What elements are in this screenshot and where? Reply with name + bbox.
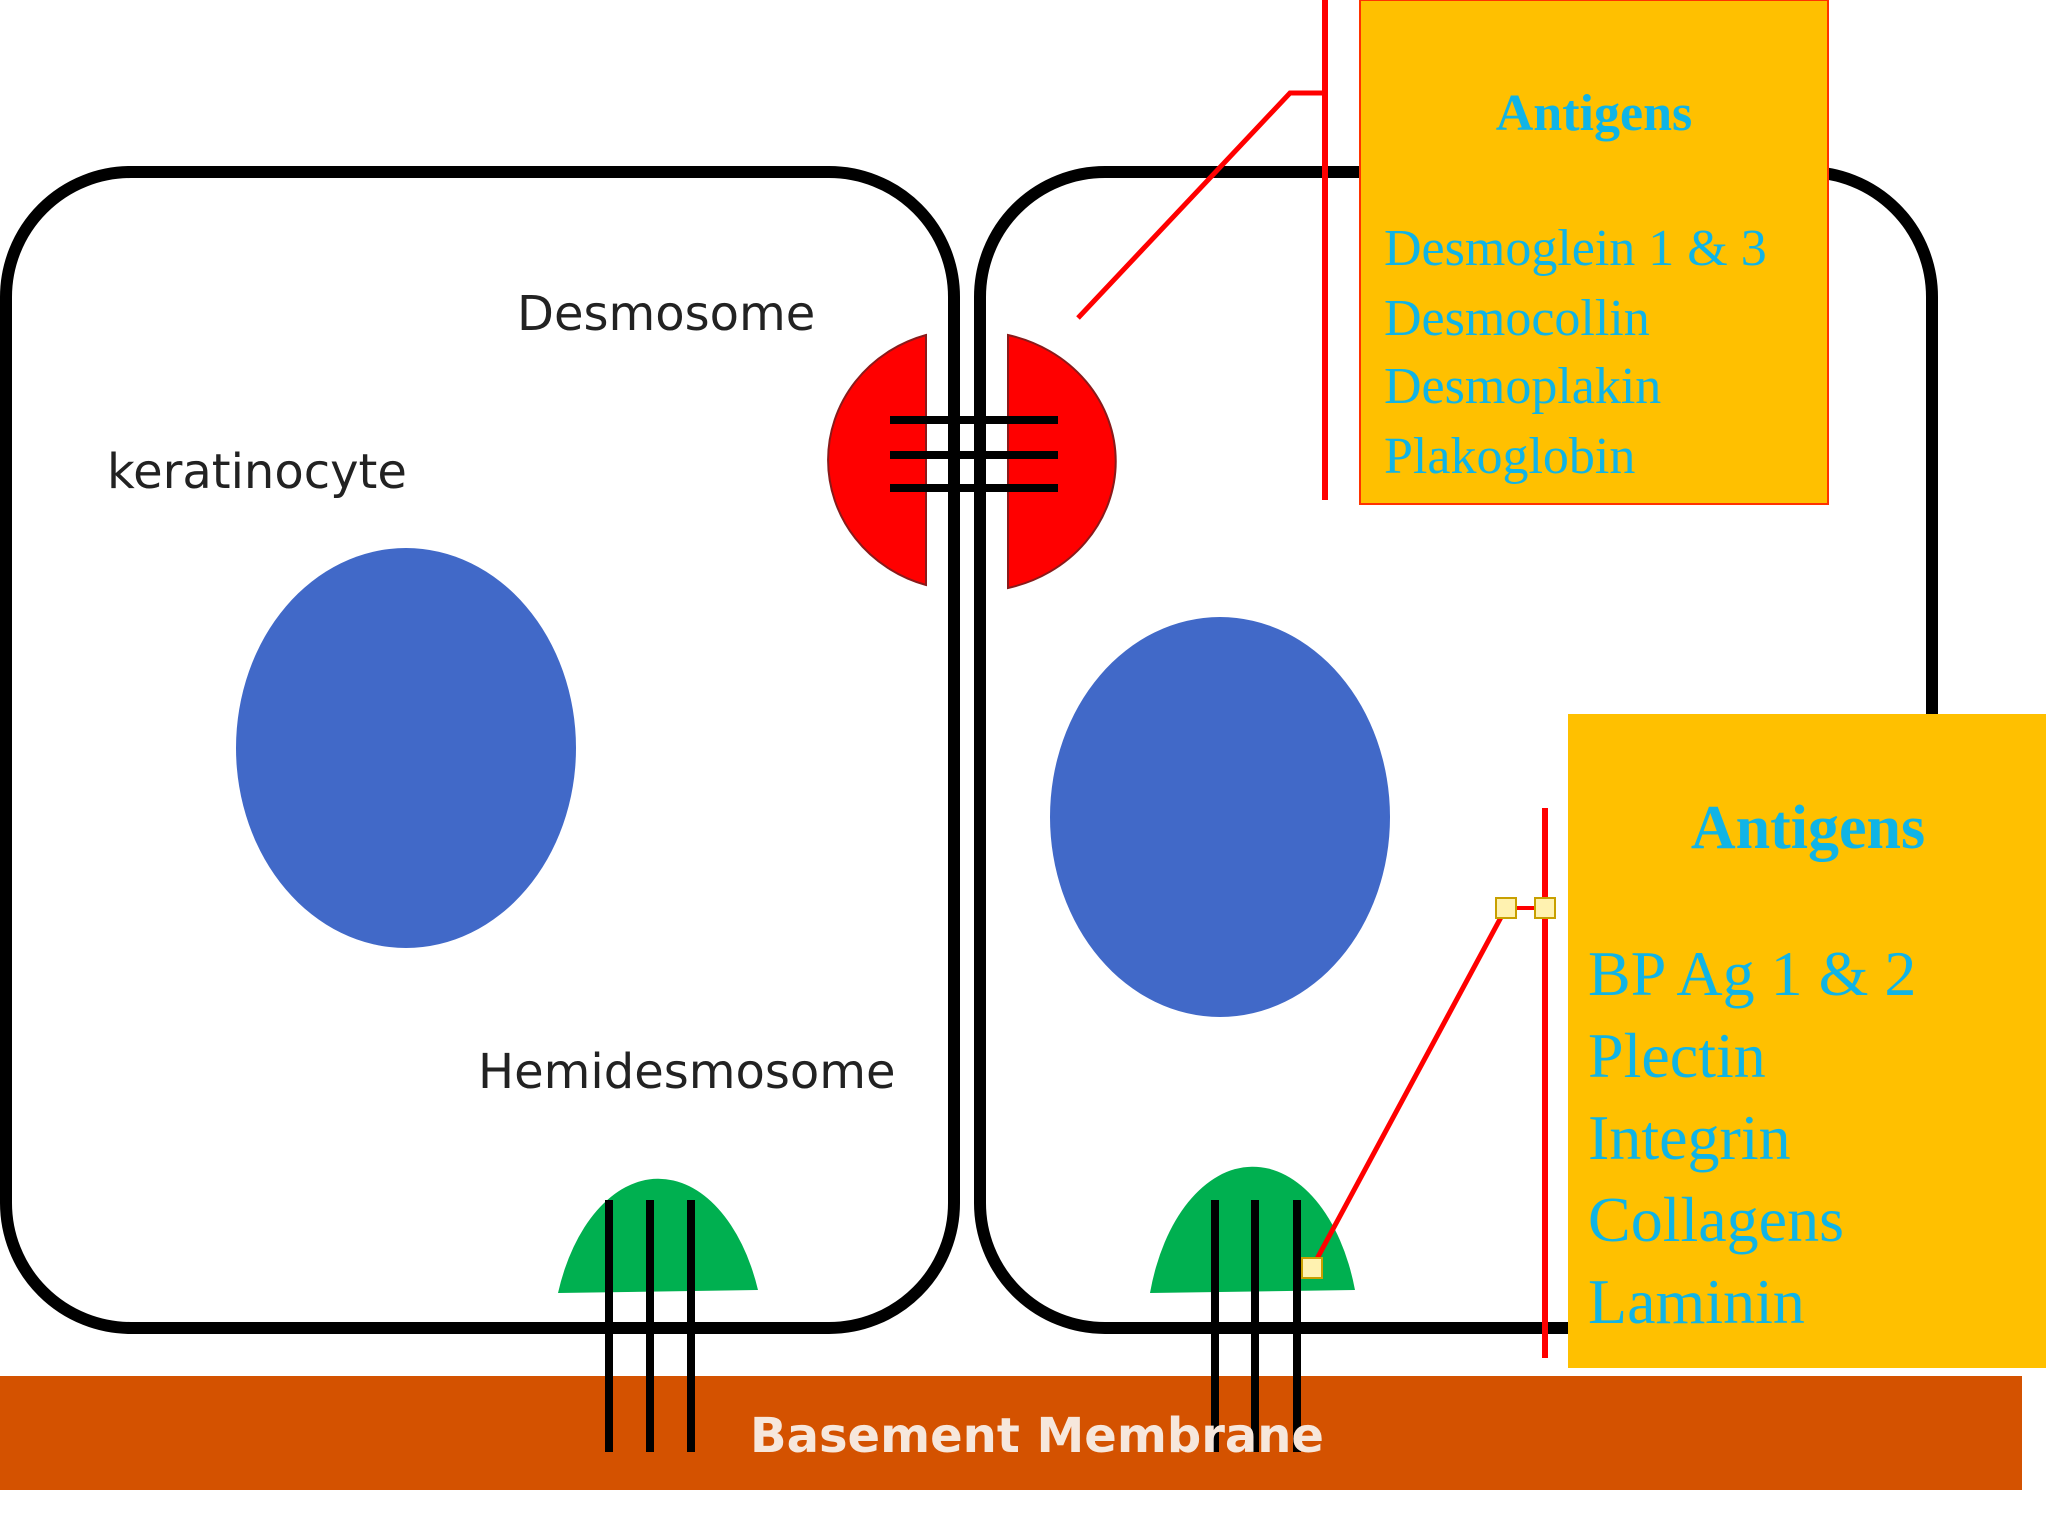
desmosome-antigen-item: Desmoglein 1 & 3 [1384,220,1767,277]
desmosome-pointer-line [1076,90,1325,320]
basement-membrane-label: Basement Membrane [750,1408,1324,1464]
desmosome-filaments [890,416,1058,492]
hemidesmosome-antigen-box [1568,714,2046,1368]
desmosome-antigen-item: Plakoglobin [1384,428,1635,485]
right-nucleus [1050,617,1390,1017]
pointer-handle [1534,897,1556,919]
desmosome-antigen-title: Antigens [1496,85,1692,142]
desmosome-antigen-item: Desmoplakin [1384,358,1661,415]
hemidesmosome-antigen-item: Plectin [1588,1020,1766,1091]
hemidesmosome-pointer-line [1309,906,1509,1270]
desmosome-right-half [1007,333,1117,590]
left-keratinocyte-cell [0,166,960,1334]
hemidesmosome-antigen-item: BP Ag 1 & 2 [1588,938,1916,1009]
desmosome-label: Desmosome [517,286,815,342]
hemidesmosome-right-filaments [1211,1200,1301,1452]
hemidesmosome-antigen-item: Collagens [1588,1184,1844,1255]
hemidesmosome-antigen-item: Laminin [1588,1266,1805,1337]
hemidesmosome-antigen-title: Antigens [1691,794,1925,862]
hemidesmosome-antigen-item: Integrin [1588,1102,1791,1173]
desmosome-antigen-box [1359,0,1829,505]
left-nucleus [236,548,576,948]
basement-membrane [0,1376,2022,1490]
desmosome-antigen-item: Desmocollin [1384,290,1650,347]
keratinocyte-label: keratinocyte [107,444,407,500]
pointer-handle [1495,897,1517,919]
pointer-handle [1301,1257,1323,1279]
hemidesmosome-label: Hemidesmosome [478,1044,896,1100]
desmosome-left-half [827,333,927,587]
hemidesmosome-left [558,1178,758,1293]
hemidesmosome-left-filaments [605,1200,695,1452]
